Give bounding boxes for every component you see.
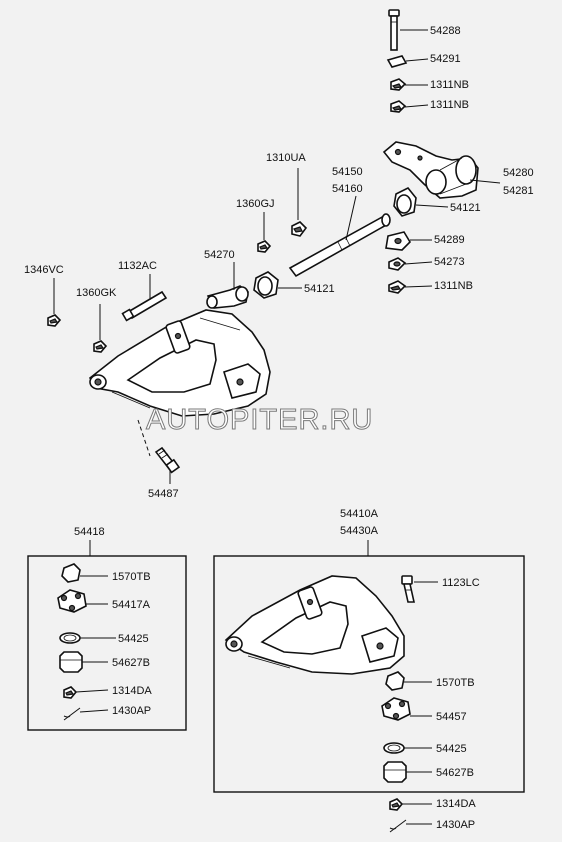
ball-joint-54417a <box>57 589 87 613</box>
label-54270: 54270 <box>204 249 235 261</box>
label-1430ap-a: 1430AP <box>112 705 152 717</box>
label-54150: 54150 <box>332 166 363 178</box>
control-arm-assembly <box>224 575 405 675</box>
nut-1311nb-c <box>388 280 407 294</box>
label-54417a: 54417A <box>112 599 150 611</box>
bolt-1123lc <box>401 575 415 603</box>
nut-54273 <box>388 257 407 271</box>
label-54487: 54487 <box>148 488 179 500</box>
box-54418 <box>27 555 187 731</box>
label-54627b-b: 54627B <box>436 767 474 779</box>
bushing-54121-lower <box>253 271 279 299</box>
label-54627b-a: 54627B <box>112 657 150 669</box>
nut-1314da-b <box>389 798 404 811</box>
label-54430a: 54430A <box>340 525 378 537</box>
label-54121-a: 54121 <box>450 202 481 214</box>
label-54160: 54160 <box>332 183 363 195</box>
nut-1311nb-b <box>390 100 407 113</box>
label-1430ap-b: 1430AP <box>436 819 476 831</box>
cam-bolt-54270 <box>206 285 249 309</box>
label-54425-a: 54425 <box>118 633 149 645</box>
bushing-54121-upper <box>393 186 417 217</box>
nut-1570tb-b <box>385 671 405 691</box>
snap-ring-54425-a <box>59 632 81 644</box>
nut-1360gk <box>93 340 108 353</box>
label-54418: 54418 <box>74 526 105 538</box>
bolt-1132ac <box>121 290 168 322</box>
label-1314da-b: 1314DA <box>436 798 476 810</box>
snap-ring-54425-b <box>383 742 405 754</box>
label-54410a: 54410A <box>340 508 378 520</box>
washer-54291 <box>386 55 408 68</box>
label-54280: 54280 <box>503 167 534 179</box>
label-54425-b: 54425 <box>436 743 467 755</box>
leader-54121-a <box>415 204 449 208</box>
leader-1311nb-b <box>404 104 429 108</box>
bracket-54280 <box>382 141 479 199</box>
leader-54273 <box>404 261 433 265</box>
nut-1360gj <box>257 240 272 253</box>
watermark: AUTOPITER.RU <box>145 404 374 437</box>
label-1314da-a: 1314DA <box>112 685 152 697</box>
label-1311nb-c: 1311NB <box>434 280 473 292</box>
dust-cover-54627b-b <box>383 761 407 783</box>
label-54291: 54291 <box>430 53 461 65</box>
bolt-54487 <box>154 446 181 474</box>
label-1132ac: 1132AC <box>118 260 157 272</box>
label-1570tb-a: 1570TB <box>112 571 151 583</box>
shaft-54150 <box>288 213 391 278</box>
label-54281: 54281 <box>503 185 534 197</box>
label-54289: 54289 <box>434 234 465 246</box>
leader-1311nb-c <box>404 285 433 288</box>
nut-1570tb-a <box>61 563 81 583</box>
leader-54487-dashed <box>137 419 151 457</box>
label-54288: 54288 <box>430 25 461 37</box>
label-1570tb-b: 1570TB <box>436 677 475 689</box>
label-1360gk: 1360GK <box>76 287 117 299</box>
leader-54150 <box>345 195 357 241</box>
label-1310ua: 1310UA <box>266 152 306 164</box>
label-54273: 54273 <box>434 256 465 268</box>
label-54457: 54457 <box>436 711 467 723</box>
dust-cover-54627b-a <box>59 651 83 673</box>
label-1360gj: 1360GJ <box>236 198 275 210</box>
label-1311nb-a: 1311NB <box>430 79 469 91</box>
nut-1314da-a <box>63 686 78 699</box>
nut-1311nb-a <box>390 78 407 91</box>
bolt-54288 <box>388 9 400 51</box>
label-54121-b: 54121 <box>304 283 335 295</box>
upper-control-arm <box>88 309 271 417</box>
nut-1310ua <box>291 221 308 237</box>
washer-54289 <box>385 231 412 251</box>
leader-1314da-a <box>75 689 109 693</box>
box-54410a <box>213 555 525 793</box>
leader-54280 <box>469 179 501 184</box>
label-1346vc: 1346VC <box>24 264 64 276</box>
ball-joint-54457 <box>381 697 411 721</box>
leader-54291 <box>405 58 429 62</box>
cotter-pin-1430ap-b <box>389 819 407 833</box>
cotter-pin-1430ap-a <box>63 707 81 721</box>
label-1123lc: 1123LC <box>442 577 480 589</box>
nut-1346vc <box>47 314 62 327</box>
label-1311nb-b: 1311NB <box>430 99 469 111</box>
leader-1430ap-a <box>79 709 109 713</box>
